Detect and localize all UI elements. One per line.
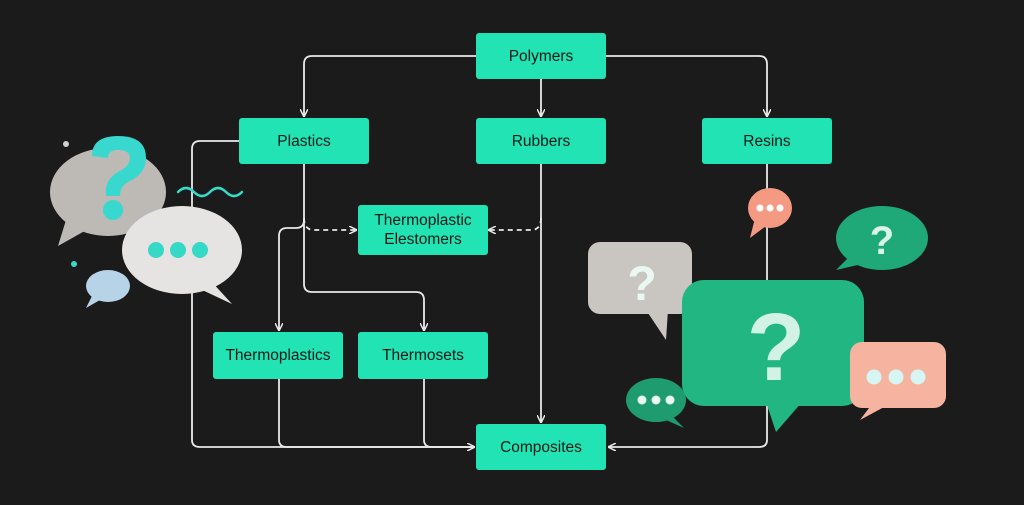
edge-resins-composites — [609, 164, 768, 447]
squiggle-decoration — [176, 186, 244, 198]
edge-plastics-tpe-dashed — [303, 217, 356, 230]
ellipsis-icon — [148, 242, 208, 258]
left-decoration-cluster — [50, 136, 244, 308]
edge-plastics-thermosets — [303, 164, 424, 330]
node-thermoplastics: Thermoplastics — [213, 332, 343, 379]
node-rubbers: Rubbers — [476, 118, 606, 164]
node-thermoplastic-elastomers: Thermoplastic Elestomers — [358, 205, 488, 255]
speech-bubble-icon — [836, 206, 928, 270]
question-mark-icon: ? — [747, 294, 806, 401]
node-polymers: Polymers — [476, 33, 606, 79]
dot-decoration — [71, 261, 77, 267]
node-thermosets: Thermosets — [358, 332, 488, 379]
speech-bubble-icon — [588, 242, 692, 340]
question-mark-icon — [92, 136, 146, 220]
question-mark-icon: ? — [627, 258, 656, 311]
speech-bubble-icon — [86, 270, 130, 308]
dot-decoration — [63, 141, 69, 147]
edge-polymers-plastics — [304, 55, 476, 116]
edge-rubbers-tpe-dashed — [489, 217, 542, 230]
edge-plastics-composites — [191, 140, 474, 447]
question-mark-icon: ? — [870, 219, 894, 263]
node-resins: Resins — [702, 118, 832, 164]
right-decoration-cluster: ? ? ? — [588, 188, 946, 432]
node-plastics: Plastics — [239, 118, 369, 164]
speech-bubble-icon — [682, 280, 864, 432]
speech-bubble-icon — [748, 188, 792, 238]
ellipsis-icon — [756, 204, 784, 212]
edge-thermosets-composites — [423, 379, 474, 448]
ellipsis-icon — [637, 395, 675, 405]
edge-plastics-thermoplastics — [279, 219, 305, 330]
edge-polymers-resins — [606, 55, 767, 116]
ellipsis-icon — [866, 369, 926, 385]
edge-thermoplastics-composites — [278, 379, 474, 448]
node-composites: Composites — [476, 424, 606, 470]
